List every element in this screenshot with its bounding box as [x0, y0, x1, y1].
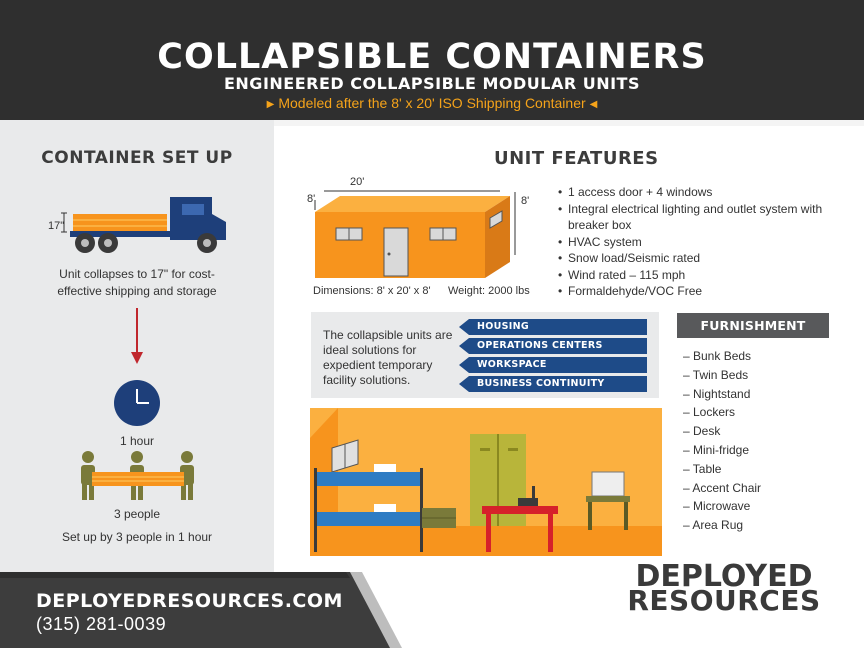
- website-link[interactable]: DEPLOYEDRESOURCES.COM: [36, 590, 343, 612]
- list-item: – Bunk Beds: [683, 349, 752, 363]
- dim-depth-label: 8': [307, 193, 316, 205]
- footer-bar: [0, 572, 402, 648]
- tag-housing: HOUSING: [459, 319, 647, 335]
- list-item: – Twin Beds: [683, 367, 749, 382]
- arrow-down-icon: [136, 308, 138, 356]
- tag-operations-centers: OPERATIONS CENTERS: [459, 338, 647, 354]
- dimensions-text: Dimensions: 8' x 20' x 8': [313, 285, 431, 297]
- setup-title: CONTAINER SET UP: [41, 148, 233, 168]
- list-item: – Area Rug: [683, 518, 744, 533]
- dim-width-label: 20': [350, 176, 365, 188]
- phone-number: (315) 281-0039: [36, 614, 167, 634]
- list-item: Snow load/Seismic rated: [558, 250, 858, 267]
- feature-list: 1 access door + 4 windows Integral elect…: [558, 184, 858, 300]
- time-label: 1 hour: [119, 434, 155, 448]
- list-item: HVAC system: [558, 234, 858, 251]
- brand-logo-line2: RESOURCES: [627, 584, 821, 617]
- dim-height-label: 8': [521, 195, 530, 207]
- list-item: – Nightstand: [683, 386, 751, 401]
- tagline-text: Modeled after the 8' x 20' ISO Shipping …: [278, 95, 586, 111]
- collapse-text: Unit collapses to 17" for cost-effective…: [57, 267, 217, 298]
- weight-text: Weight: 2000 lbs: [448, 285, 530, 297]
- list-item: – Mini-fridge: [683, 442, 750, 457]
- page-subtitle: ENGINEERED COLLAPSIBLE MODULAR UNITS: [223, 74, 640, 93]
- uses-box: The collapsible units are ideal solution…: [311, 312, 659, 398]
- header-banner: COLLAPSIBLE CONTAINERS ENGINEERED COLLAP…: [0, 0, 864, 120]
- furnishment-list: – Bunk Beds – Twin Beds – Nightstand – L…: [683, 347, 761, 535]
- page-title: COLLAPSIBLE CONTAINERS: [157, 37, 707, 77]
- list-item: – Desk: [683, 424, 721, 439]
- clock-icon: [114, 380, 160, 426]
- container-illustration: [314, 190, 516, 278]
- setup-text: Set up by 3 people in 1 hour: [61, 530, 213, 544]
- tag-business-continuity: BUSINESS CONTINUITY: [459, 376, 647, 392]
- people-carrying-icon: [81, 451, 194, 500]
- triangle-left-icon: ◀: [589, 99, 598, 110]
- list-item: Integral electrical lighting and outlet …: [558, 201, 858, 234]
- tag-workspace: WORKSPACE: [459, 357, 647, 373]
- list-item: Formaldehyde/VOC Free: [558, 283, 858, 300]
- interior-illustration: [310, 408, 662, 556]
- people-label: 3 people: [113, 507, 161, 521]
- unit-features-title: UNIT FEATURES: [494, 148, 659, 169]
- list-item: 1 access door + 4 windows: [558, 184, 858, 201]
- list-item: Wind rated – 115 mph: [558, 267, 858, 284]
- list-item: – Table: [683, 461, 722, 476]
- arrow-head-icon: [131, 352, 143, 364]
- tagline: ▶Modeled after the 8' x 20' ISO Shipping…: [0, 95, 864, 113]
- list-item: – Lockers: [683, 405, 736, 420]
- uses-text: The collapsible units are ideal solution…: [323, 328, 453, 387]
- brand-logo-line1: DEPLOYED: [635, 559, 813, 594]
- triangle-right-icon: ▶: [266, 99, 275, 110]
- list-item: – Microwave: [683, 499, 751, 514]
- truck-height-label: 17": [48, 220, 65, 232]
- furnishment-title: FURNISHMENT OPTIONS: [677, 313, 829, 358]
- truck-icon: [61, 197, 226, 253]
- list-item: – Accent Chair: [683, 480, 762, 495]
